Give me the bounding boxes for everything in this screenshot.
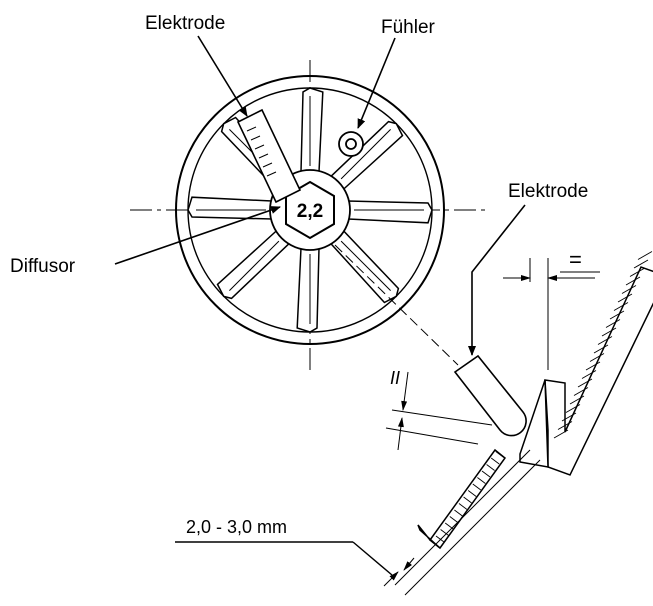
- electrode-front: [236, 108, 302, 204]
- side-section: [175, 244, 653, 596]
- projection-line: [334, 244, 459, 366]
- vane-edge-4: [229, 240, 280, 291]
- vane-edge-8: [340, 129, 391, 180]
- vane-7: [300, 87, 324, 173]
- leader-sensor: [357, 37, 396, 129]
- vane-edge-2: [340, 240, 391, 291]
- burner-head: 2,2: [130, 60, 490, 370]
- hex-size-label: 2,2: [297, 201, 323, 222]
- vane-1: [347, 200, 433, 224]
- sensor-inner: [345, 138, 357, 150]
- leader-lines: [114, 35, 526, 356]
- gap-dimension-label: 2,0 - 3,0 mm: [186, 517, 287, 537]
- leader-electrode-top: [197, 35, 248, 117]
- vane-3: [296, 247, 320, 333]
- vane-8: [329, 120, 404, 191]
- vane-5: [187, 196, 273, 220]
- sensor-outer: [338, 131, 364, 157]
- electrode-side: [453, 354, 527, 437]
- equal-sign-label: =: [569, 247, 582, 272]
- diffusor-wall-lower: [417, 448, 507, 550]
- vane-4: [216, 229, 291, 300]
- label-electrode-top: Elektrode: [145, 13, 225, 34]
- outer-ring: [175, 75, 445, 345]
- leader-diffusor: [114, 206, 281, 265]
- diffusor-wall-upper: [519, 251, 653, 476]
- label-sensor: Fühler: [381, 17, 436, 38]
- label-diffusor: Diffusor: [10, 256, 76, 277]
- parallel-mark-label: II: [390, 368, 400, 388]
- leader-electrode-right: [468, 204, 526, 356]
- vane-2: [329, 229, 400, 304]
- label-electrode-right: Elektrode: [508, 181, 588, 202]
